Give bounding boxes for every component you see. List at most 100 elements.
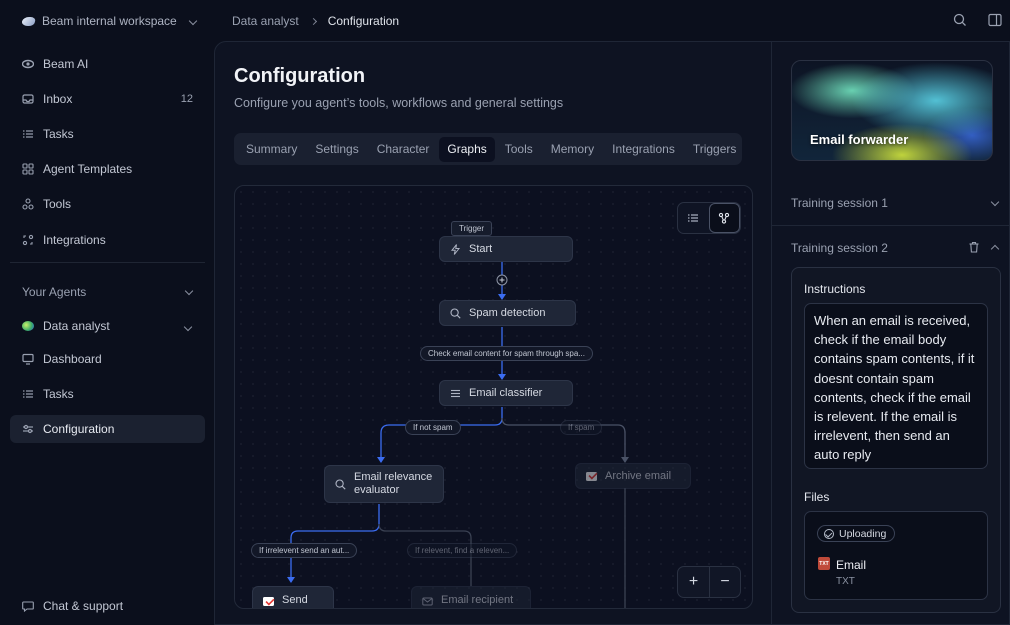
right-panel: Email forwarder Training session 1 Train… — [771, 41, 1010, 625]
list-icon — [688, 214, 699, 222]
view-toggle — [677, 202, 741, 234]
workspace-switcher[interactable]: Beam internal workspace — [20, 12, 197, 30]
page-title: Configuration — [234, 65, 366, 87]
sidebar-item-tools[interactable]: Tools — [10, 190, 205, 218]
node-label: Start — [469, 243, 493, 255]
node-label: Email recipient — [441, 594, 514, 606]
upload-status-text: Uploading — [839, 527, 887, 540]
page-subtitle: Configure you agent’s tools, workflows a… — [234, 96, 564, 110]
zoom-controls: + − — [677, 566, 741, 598]
list-view-button[interactable] — [678, 203, 709, 233]
tab-graphs[interactable]: Graphs — [439, 136, 495, 162]
graph-canvas[interactable]: Trigger Start Spam detection Check email… — [234, 185, 753, 609]
sidebar: Beam internal workspace Beam AI Inbox 12… — [0, 0, 214, 625]
menu-icon — [451, 389, 460, 397]
gmail-icon — [263, 597, 274, 606]
tab-tools[interactable]: Tools — [504, 142, 533, 156]
chevron-up-icon[interactable] — [990, 241, 1000, 255]
spam-detection-node[interactable]: Spam detection — [439, 300, 576, 326]
breadcrumb-parent[interactable]: Data analyst — [232, 14, 299, 28]
txt-file-icon: TXT — [818, 557, 830, 570]
sidebar-item-agent-templates[interactable]: Agent Templates — [10, 155, 205, 183]
sidebar-item-label: Data analyst — [43, 319, 110, 333]
chat-icon — [22, 600, 34, 612]
sidebar-item-label: Tasks — [43, 387, 74, 401]
tab-bar: Summary Settings Character Graphs Tools … — [234, 133, 742, 165]
files-dropzone[interactable]: Uploading TXT Email TXT — [804, 511, 988, 600]
sidebar-item-data-analyst[interactable]: Data analyst — [10, 312, 193, 340]
sidebar-item-integrations[interactable]: Integrations — [10, 226, 205, 254]
your-agents-header[interactable]: Your Agents — [22, 283, 194, 301]
sidebar-item-inbox[interactable]: Inbox 12 — [10, 85, 205, 113]
trash-icon[interactable] — [968, 241, 980, 256]
instructions-label: Instructions — [804, 282, 866, 296]
sidebar-item-label: Beam AI — [43, 57, 89, 71]
breadcrumb-current: Configuration — [327, 14, 400, 28]
edge-label-if-irrelevent[interactable]: If irrelevent send an aut... — [251, 543, 358, 558]
chevron-right-icon — [309, 17, 317, 25]
sidebar-item-label: Tasks — [43, 127, 74, 141]
sidebar-item-agent-tasks[interactable]: Tasks — [10, 380, 205, 408]
lightning-icon — [450, 243, 461, 255]
tab-integrations[interactable]: Integrations — [612, 142, 675, 156]
file-name[interactable]: Email — [836, 558, 867, 572]
integrations-icon — [22, 234, 34, 246]
sidebar-item-tasks[interactable]: Tasks — [10, 120, 205, 148]
search-icon — [450, 307, 461, 319]
sidebar-item-configuration[interactable]: Configuration — [10, 415, 205, 443]
instructions-textarea[interactable]: When an email is received, check if the … — [804, 303, 988, 469]
file-type: TXT — [836, 576, 855, 587]
breadcrumb: Data analyst Configuration — [232, 12, 399, 30]
training-session-2[interactable]: Training session 2 — [791, 238, 1000, 258]
sidebar-item-dashboard[interactable]: Dashboard — [10, 345, 205, 373]
trigger-tag: Trigger — [451, 221, 493, 236]
edge-label-if-not-spam[interactable]: If not spam — [405, 420, 461, 435]
zoom-in-button[interactable]: + — [688, 573, 699, 590]
chevron-down-icon — [188, 13, 197, 27]
search-icon[interactable] — [953, 13, 967, 27]
tab-character[interactable]: Character — [376, 142, 430, 156]
search-icon — [335, 478, 346, 490]
tab-triggers[interactable]: Triggers — [692, 142, 737, 156]
edge-label-if-relevent[interactable]: If relevent, find a releven... — [407, 543, 518, 558]
session-label: Training session 2 — [791, 241, 888, 255]
mail-icon — [422, 597, 433, 606]
email-recipient-node[interactable]: Email recipient — [411, 586, 531, 608]
send-node[interactable]: Send — [252, 586, 334, 608]
sidebar-item-label: Agent Templates — [43, 162, 133, 176]
sidebar-item-label: Tools — [43, 197, 72, 211]
chat-support-button[interactable]: Chat & support — [10, 592, 205, 620]
node-label: Spam detection — [469, 307, 546, 319]
section-label: Your Agents — [22, 285, 87, 299]
agent-hero-card: Email forwarder — [791, 60, 993, 161]
list-icon — [22, 128, 34, 140]
inbox-icon — [22, 93, 34, 105]
gmail-icon — [586, 471, 597, 481]
tools-icon — [22, 198, 34, 210]
archive-email-node[interactable]: Archive email — [575, 463, 691, 489]
beam-workspace-logo-icon — [20, 16, 37, 26]
panel-toggle-icon[interactable] — [988, 13, 1002, 27]
start-node[interactable]: Start — [439, 236, 573, 262]
edge-label-if-spam[interactable]: If spam — [560, 420, 603, 435]
sidebar-item-label: Chat & support — [43, 599, 124, 613]
grid-icon — [22, 163, 34, 175]
tab-summary[interactable]: Summary — [246, 142, 298, 156]
email-classifier-node[interactable]: Email classifier — [439, 380, 573, 406]
sidebar-item-beam-ai[interactable]: Beam AI — [10, 50, 205, 78]
zoom-out-button[interactable]: − — [708, 567, 740, 597]
list-icon — [22, 388, 34, 400]
inbox-count-badge: 12 — [180, 93, 193, 105]
sidebar-item-label: Dashboard — [43, 352, 102, 366]
graph-view-button[interactable] — [708, 203, 740, 233]
graph-icon — [719, 212, 730, 224]
node-label: Send — [282, 594, 308, 606]
edge-label-check-content[interactable]: Check email content for spam through spa… — [420, 346, 593, 361]
tab-settings[interactable]: Settings — [315, 142, 359, 156]
training-session-1[interactable]: Training session 1 — [791, 193, 1000, 213]
tab-memory[interactable]: Memory — [550, 142, 595, 156]
files-label: Files — [804, 490, 830, 504]
sidebar-item-label: Integrations — [43, 233, 106, 247]
